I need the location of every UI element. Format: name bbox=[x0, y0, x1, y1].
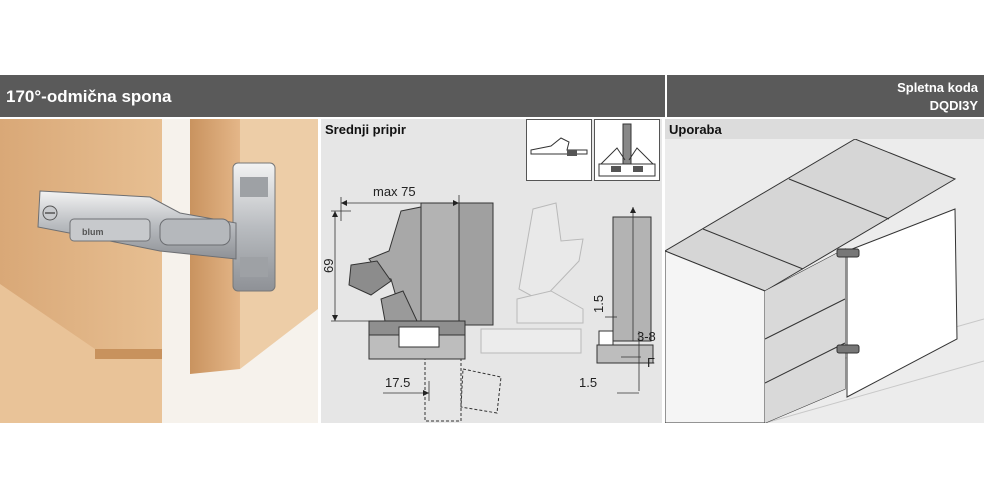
brand-mark: blum bbox=[82, 227, 104, 237]
dim-max-width: max 75 bbox=[373, 184, 416, 199]
dim-bottom-gap: 1.5 bbox=[579, 375, 597, 390]
middle-heading: Srednji pripir bbox=[325, 122, 406, 137]
usage-panel: Uporaba bbox=[665, 119, 984, 423]
dim-vertical-gap: 1.5 bbox=[591, 295, 606, 313]
hinge-photo: blum bbox=[0, 119, 318, 423]
dim-height: 69 bbox=[321, 259, 336, 273]
cabinet-illustration bbox=[665, 139, 984, 423]
web-code-bar: Spletna koda DQDI3Y bbox=[667, 75, 984, 117]
hinge-photo-illustration: blum bbox=[0, 119, 318, 423]
dimension-drawing: max 75 69 17.5 1.5 3-8 F 1.5 bbox=[321, 181, 662, 423]
thumbnail-hinge-closed bbox=[526, 119, 592, 181]
usage-heading: Uporaba bbox=[669, 122, 722, 137]
technical-drawing-panel: Srednji pripir bbox=[321, 119, 662, 423]
title-bar: 170°-odmična spona bbox=[0, 75, 665, 117]
thumbnail-center-panel bbox=[594, 119, 660, 181]
page-title: 170°-odmična spona bbox=[6, 87, 172, 106]
web-code-label: Spletna koda bbox=[897, 80, 978, 95]
dim-side-label: F bbox=[647, 355, 655, 370]
web-code-value: DQDI3Y bbox=[929, 98, 978, 113]
dim-range: 3-8 bbox=[637, 329, 656, 344]
dim-left-offset: 17.5 bbox=[385, 375, 410, 390]
